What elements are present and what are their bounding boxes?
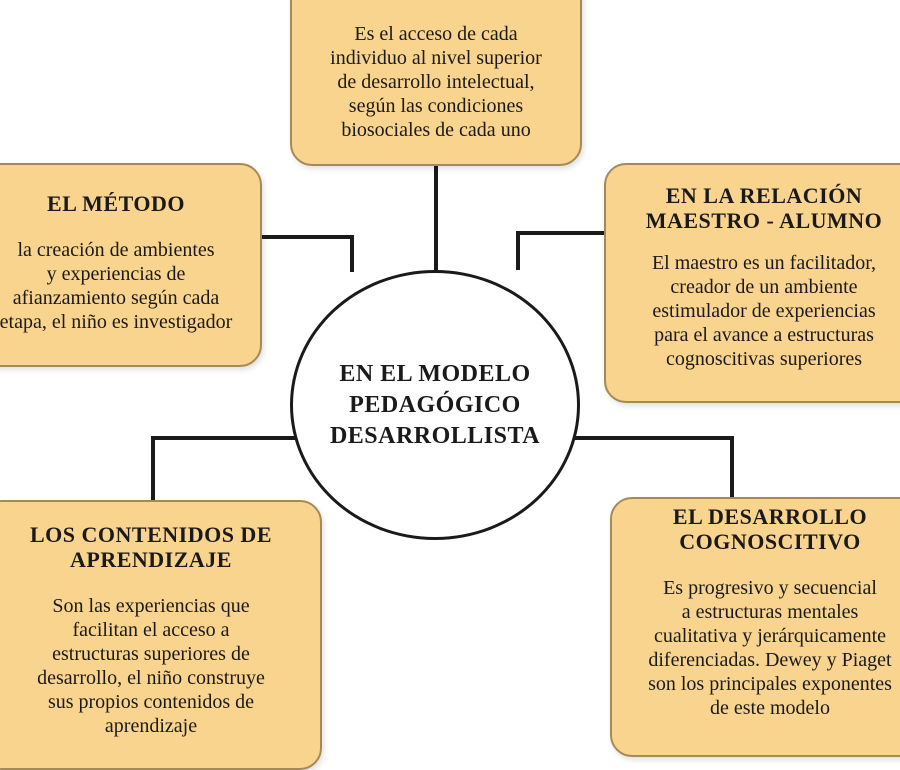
node-contenidos: LOS CONTENIDOS DE APRENDIZAJE Son las ex… — [0, 500, 322, 770]
node-metodo: EL MÉTODO la creación de ambientes y exp… — [0, 163, 262, 367]
node-desarrollo-title: EL DESARROLLO COGNOSCITIVO — [672, 504, 868, 554]
node-relacion-maestro-alumno: EN LA RELACIÓN MAESTRO - ALUMNO El maest… — [604, 163, 900, 403]
node-metodo-title: EL MÉTODO — [47, 191, 185, 216]
connector-right-lower — [573, 436, 734, 500]
node-metodo-body: la creación de ambientes y experiencias … — [0, 239, 233, 333]
node-relacion-title: EN LA RELACIÓN MAESTRO - ALUMNO — [645, 183, 883, 233]
node-desarrollo-cognoscitivo: EL DESARROLLO COGNOSCITIVO Es progresivo… — [610, 497, 900, 757]
node-top-body: Es el acceso de cada individuo al nivel … — [330, 23, 542, 141]
connector-left-lower — [151, 436, 300, 500]
connector-left-upper — [258, 235, 354, 272]
node-contenidos-title: LOS CONTENIDOS DE APRENDIZAJE — [29, 522, 272, 572]
connector-lines — [151, 160, 734, 500]
center-node: EN EL MODELO PEDAGÓGICO DESARROLLISTA — [290, 270, 580, 540]
node-top: Es el acceso de cada individuo al nivel … — [290, 0, 582, 166]
center-node-label: EN EL MODELO PEDAGÓGICO DESARROLLISTA — [329, 360, 541, 449]
connector-right-upper — [516, 231, 606, 270]
node-relacion-body: El maestro es un facilitador, creador de… — [651, 252, 877, 370]
node-desarrollo-body: Es progresivo y secuencial a estructuras… — [648, 577, 892, 719]
node-contenidos-body: Son las experiencias que facilitan el ac… — [37, 595, 265, 737]
